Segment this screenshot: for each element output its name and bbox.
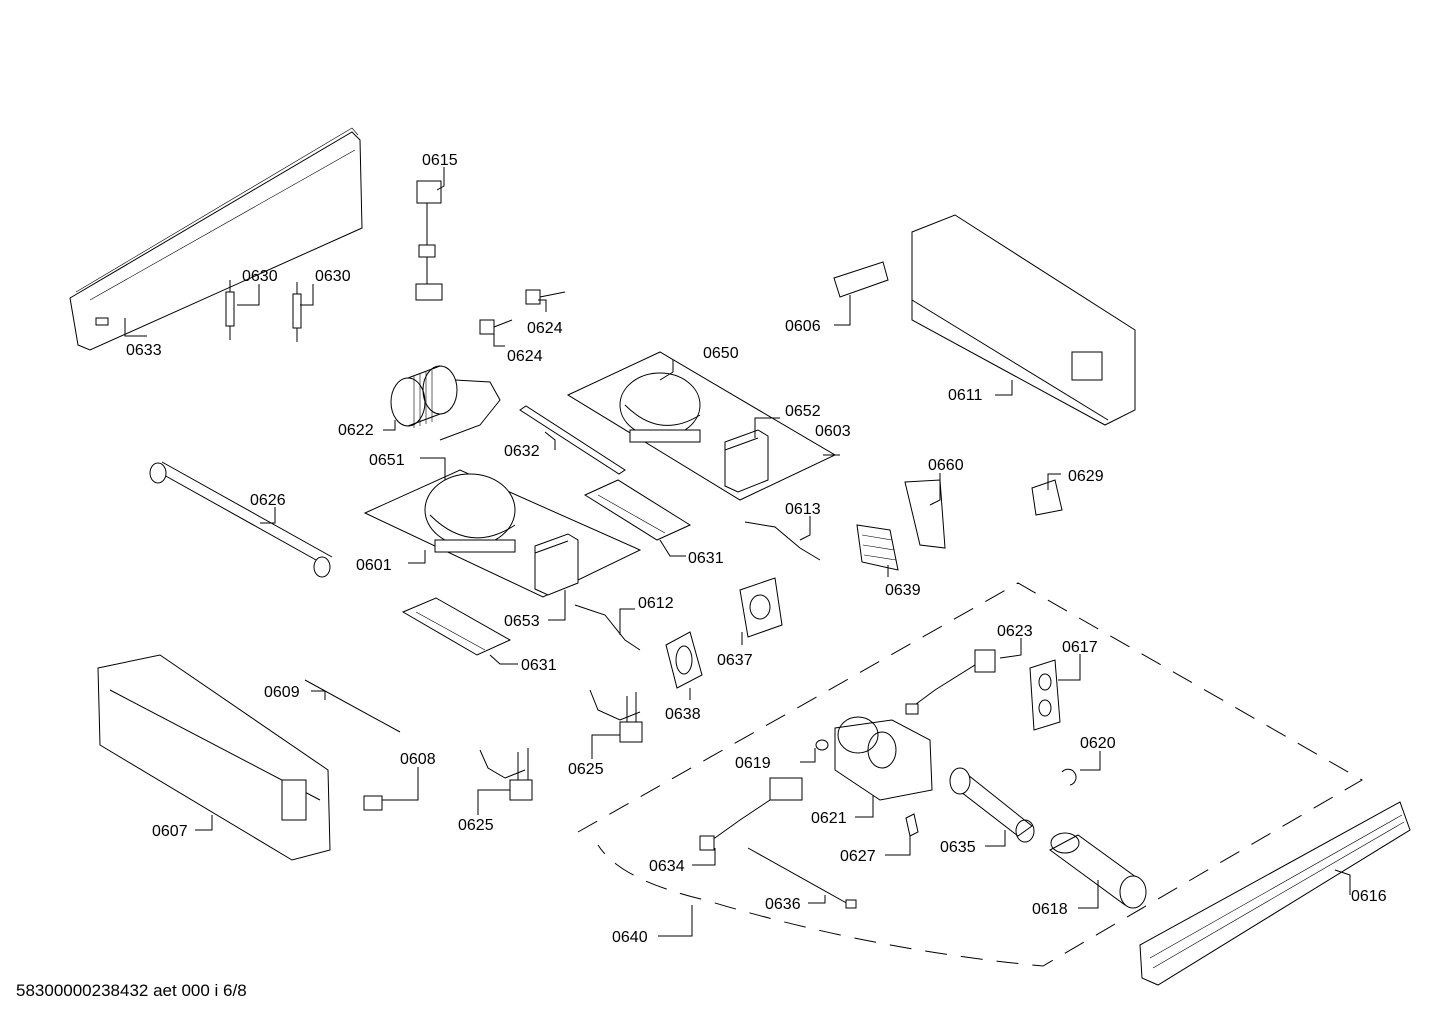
label-0638: 0638 [665, 706, 701, 723]
label-0619: 0619 [735, 755, 771, 772]
part-0653-box [534, 533, 579, 596]
label-0626: 0626 [250, 492, 286, 509]
label-0637: 0637 [717, 652, 753, 669]
part-0623-cable [905, 649, 996, 715]
part-0606-bracket [833, 261, 889, 298]
label-0635: 0635 [940, 839, 976, 856]
part-0639-grid [856, 524, 899, 571]
part-0618-tube [1049, 832, 1147, 909]
part-0626-hose [149, 461, 333, 578]
label-0653: 0653 [504, 613, 540, 630]
label-0611: 0611 [948, 387, 983, 404]
part-0620-clip [1061, 768, 1077, 786]
part-0615-valve [415, 180, 443, 301]
document-id: 58300000238432 aet 000 i 6/8 [16, 981, 247, 1000]
part-0609-rod [304, 679, 401, 733]
part-0621-motor-assembly [834, 716, 933, 801]
part-0651-compressor [363, 469, 642, 598]
part-0612-cable [574, 604, 641, 651]
part-0652-box [724, 429, 769, 493]
label-0631-lower: 0631 [521, 657, 557, 674]
part-0624-connectors [479, 289, 566, 335]
label-0622: 0622 [338, 422, 374, 439]
label-0607: 0607 [152, 823, 188, 840]
part-0631-tray-lower [401, 597, 512, 656]
label-0631-upper: 0631 [688, 550, 724, 567]
callout-labels: 0615 0630 0630 0633 0624 0624 0650 0652 … [126, 152, 1387, 946]
label-0633: 0633 [126, 342, 162, 359]
label-0620: 0620 [1080, 735, 1116, 752]
label-0601: 0601 [356, 557, 392, 574]
part-0650-compressor [566, 351, 837, 501]
leader-lines [124, 167, 1351, 937]
label-0652: 0652 [785, 403, 821, 420]
label-0603: 0603 [815, 423, 851, 440]
part-0625-upper [589, 689, 643, 743]
part-0607-housing [97, 654, 331, 861]
label-0630-right: 0630 [315, 268, 351, 285]
part-0634-harness [699, 777, 803, 851]
part-0608-small-part [363, 795, 383, 811]
part-0635-cylinder [949, 767, 1035, 843]
part-0630-tubes [225, 280, 302, 342]
label-0639: 0639 [885, 582, 921, 599]
part-0617-bracket [1029, 659, 1061, 731]
label-0632: 0632 [504, 443, 540, 460]
label-0650: 0650 [703, 345, 739, 362]
label-0625-upper: 0625 [568, 761, 604, 778]
part-0625-lower [479, 748, 533, 801]
label-0660: 0660 [928, 457, 964, 474]
label-0623: 0623 [997, 623, 1033, 640]
part-0633-rail [69, 127, 363, 351]
label-0621: 0621 [811, 810, 847, 827]
label-0618: 0618 [1032, 901, 1068, 918]
label-0606: 0606 [785, 318, 821, 335]
label-0630-left: 0630 [242, 268, 278, 285]
part-0619-ring [815, 739, 829, 751]
part-0638-fan [665, 631, 703, 689]
label-0627: 0627 [840, 848, 876, 865]
label-0616: 0616 [1351, 888, 1387, 905]
part-0637-holder [739, 577, 783, 638]
label-0624-lower: 0624 [507, 348, 543, 365]
part-0611-frame [911, 214, 1136, 426]
part-0632-strip [519, 405, 626, 475]
label-0624-upper: 0624 [527, 320, 563, 337]
part-0622-condenser-coil [390, 365, 501, 441]
group-0640-boundary [577, 582, 1363, 967]
part-0627-bracket [905, 813, 919, 837]
label-0609: 0609 [264, 684, 300, 701]
part-0616-grille-rail [1139, 801, 1411, 986]
label-0617: 0617 [1062, 639, 1098, 656]
label-0625-lower: 0625 [458, 817, 494, 834]
label-0612: 0612 [638, 595, 674, 612]
part-0660-board [904, 479, 946, 549]
part-0636-wire [747, 847, 857, 909]
label-0636: 0636 [765, 896, 801, 913]
part-0613-cable [744, 521, 821, 561]
part-0631-tray-upper [583, 479, 692, 541]
label-0608: 0608 [400, 751, 436, 768]
label-0651: 0651 [369, 452, 405, 469]
label-0613: 0613 [785, 501, 821, 518]
label-0640: 0640 [612, 929, 648, 946]
label-0615: 0615 [422, 152, 458, 169]
label-0629: 0629 [1068, 468, 1104, 485]
label-0634: 0634 [649, 858, 685, 875]
part-0629-clip [1031, 479, 1063, 516]
